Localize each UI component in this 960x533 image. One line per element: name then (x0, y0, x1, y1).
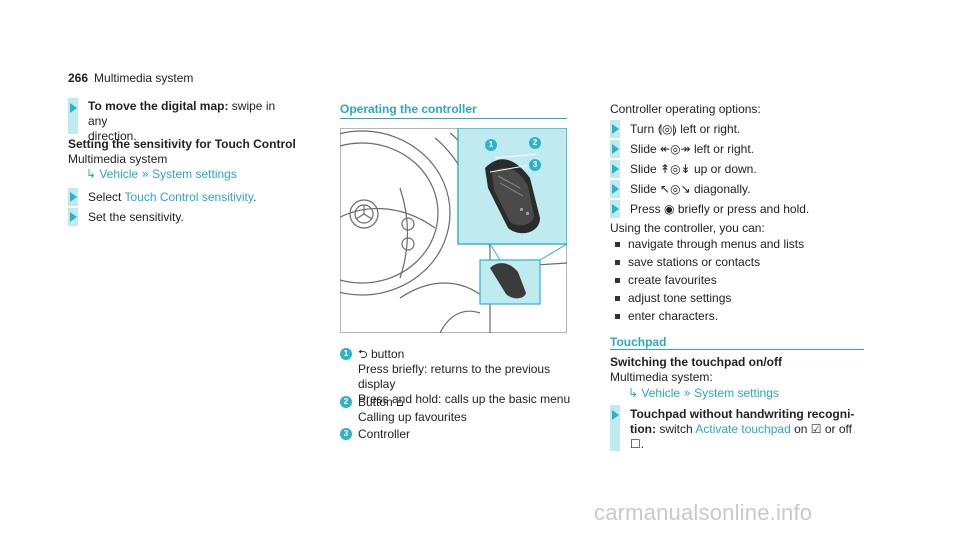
op-slide-ud: Slide ↟◎↡ up or down. (630, 162, 757, 176)
page-number: 266 (68, 71, 89, 85)
legend-3-marker: 3 (340, 428, 352, 440)
turn-controller-icon: ⟬◎⟭ (657, 122, 677, 136)
legend-3: Controller (358, 427, 411, 441)
legend-2: Button ⌂ Calling up favourites (358, 395, 467, 424)
path-root: Multimedia system: (610, 370, 713, 384)
controller-illustration-svg (273, 127, 568, 334)
bullet-item: adjust tone settings (628, 291, 732, 305)
activate-touchpad-link[interactable]: Activate touchpad (695, 422, 791, 436)
step-move-map: To move the digital map: swipe in any di… (88, 99, 276, 143)
path-system-settings-link[interactable]: System settings (694, 386, 779, 400)
page-header: 266 Multimedia system (68, 71, 193, 85)
path-vehicle-link[interactable]: Vehicle (641, 386, 681, 400)
bullet-item: save stations or contacts (628, 255, 761, 269)
step-select-sensitivity: Select Touch Control sensitivity. (88, 190, 257, 204)
step-arrow-icon (70, 192, 77, 202)
section-title-touchpad: Touchpad (610, 335, 667, 349)
op-turn: Turn ⟬◎⟭ left or right. (630, 122, 741, 136)
slide-up-down-icon: ↟◎↡ (660, 162, 691, 176)
path-vehicle-link[interactable]: Vehicle (99, 167, 139, 181)
bullet-icon (615, 278, 620, 283)
op-slide-diag: Slide ↖◎↘ diagonally. (630, 182, 751, 196)
press-controller-icon: ◉ (664, 202, 675, 216)
menu-path: ↳ Vehicle » System settings (86, 167, 237, 182)
step-arrow-icon (612, 204, 619, 214)
step-touchpad-switch: Touchpad without handwriting recogni- ti… (630, 407, 855, 451)
bullet-icon (615, 242, 620, 247)
callout-3: 3 (529, 159, 541, 171)
controller-illustration: 1 2 3 (273, 127, 568, 334)
menu-path: ↳ Vehicle » System settings (628, 386, 779, 401)
checkbox-checked-icon: ☑ (810, 422, 822, 436)
step-bar (68, 98, 78, 134)
step-set-sensitivity: Set the sensitivity. (88, 210, 184, 224)
callout-2: 2 (529, 137, 541, 149)
bullet-icon (615, 314, 620, 319)
operating-options-intro: Controller operating options: (610, 102, 761, 116)
path-return-icon: ↳ (628, 386, 639, 400)
section-name: Multimedia system (94, 71, 194, 85)
path-chevron-icon: » (141, 167, 149, 181)
legend-2-marker: 2 (340, 396, 352, 408)
step-bar (610, 405, 620, 451)
step-arrow-icon (70, 212, 77, 222)
switch-touchpad-heading: Switching the touchpad on/off (610, 355, 782, 369)
step-arrow-icon (612, 410, 619, 420)
step-arrow-icon (612, 144, 619, 154)
step-arrow-icon (612, 124, 619, 134)
callout-1: 1 (485, 139, 497, 151)
step-arrow-icon (612, 164, 619, 174)
watermark: carmanualsonline.info (594, 500, 813, 525)
title-rule (340, 118, 567, 119)
bullet-icon (615, 260, 620, 265)
path-chevron-icon: » (683, 386, 691, 400)
touch-control-sensitivity-link[interactable]: Touch Control sensitivity (124, 190, 253, 204)
path-system-settings-link[interactable]: System settings (152, 167, 237, 181)
op-press: Press ◉ briefly or press and hold. (630, 202, 810, 216)
slide-diagonal-icon: ↖◎↘ (660, 182, 691, 196)
slide-left-right-icon: ↞◎↠ (660, 142, 691, 156)
back-button-icon: ⮌ (358, 347, 368, 361)
bullet-item: navigate through menus and lists (628, 237, 805, 251)
bullet-item: create favourites (628, 273, 717, 287)
legend-1-marker: 1 (340, 348, 352, 360)
bullet-icon (615, 296, 620, 301)
path-return-icon: ↳ (86, 167, 97, 181)
home-icon: ⌂ (396, 395, 404, 409)
bullet-item: enter characters. (628, 309, 719, 323)
path-root: Multimedia system (68, 152, 168, 166)
using-controller-intro: Using the controller, you can: (610, 221, 765, 235)
step-arrow-icon (612, 184, 619, 194)
legend-1: ⮌ button Press briefly: returns to the p… (358, 347, 571, 406)
title-rule (610, 349, 864, 350)
checkbox-empty-icon: ☐ (630, 437, 641, 451)
section-title-controller: Operating the controller (340, 102, 477, 116)
step-arrow-icon (70, 103, 77, 113)
sensitivity-heading: Setting the sensitivity for Touch Contro… (68, 137, 296, 151)
op-slide-lr: Slide ↞◎↠ left or right. (630, 142, 754, 156)
